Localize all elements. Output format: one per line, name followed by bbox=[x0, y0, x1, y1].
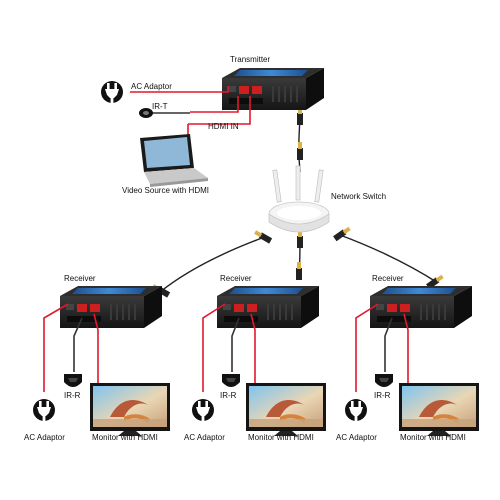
receiver-3-ac-label: AC Adaptor bbox=[336, 433, 377, 442]
source-cables bbox=[130, 86, 251, 136]
ir-receiver-icon-1 bbox=[64, 374, 82, 387]
network-switch-icon bbox=[268, 165, 330, 233]
receiver-unit-1 bbox=[60, 286, 162, 328]
monitor-icon-1 bbox=[90, 383, 170, 436]
receiver-1-ir-label: IR-R bbox=[64, 391, 81, 400]
receiver-1-ac-label: AC Adaptor bbox=[24, 433, 65, 442]
laptop-icon bbox=[140, 134, 208, 187]
receiver-unit-3 bbox=[370, 286, 472, 328]
receiver-unit-2 bbox=[217, 286, 319, 328]
monitor-icon-3 bbox=[399, 383, 479, 436]
hdmi-in-label: HDMI IN bbox=[208, 122, 239, 131]
receiver-cables bbox=[43, 303, 409, 392]
receiver-2-title: Receiver bbox=[220, 274, 252, 283]
receiver-2-ir-label: IR-R bbox=[220, 391, 237, 400]
ir-receiver-icon-2 bbox=[222, 374, 240, 387]
ac-adaptor-icon-2 bbox=[192, 399, 214, 421]
monitor-icon-2 bbox=[246, 383, 326, 436]
receiver-2-ac-label: AC Adaptor bbox=[184, 433, 225, 442]
receiver-1-title: Receiver bbox=[64, 274, 96, 283]
transmitter-title: Transmitter bbox=[230, 55, 271, 64]
receiver-3-monitor-label: Monitor with HDMI bbox=[400, 433, 466, 442]
receiver-3-title: Receiver bbox=[372, 274, 404, 283]
receiver-1-monitor-label: Monitor with HDMI bbox=[92, 433, 158, 442]
ir-receiver-icon-3 bbox=[375, 374, 393, 387]
ir-t-label: IR-T bbox=[152, 102, 168, 111]
source-ac-adaptor-label: AC Adaptor bbox=[131, 82, 172, 91]
receiver-2-monitor-label: Monitor with HDMI bbox=[248, 433, 314, 442]
ac-adaptor-icon-1 bbox=[33, 399, 55, 421]
ir-transmitter-icon bbox=[139, 108, 153, 118]
ac-adaptor-icon-3 bbox=[345, 399, 367, 421]
ac-adaptor-source-icon bbox=[101, 81, 123, 103]
receiver-3-ir-label: IR-R bbox=[374, 391, 391, 400]
video-source-label: Video Source with HDMI bbox=[122, 186, 209, 195]
network-switch-label: Network Switch bbox=[331, 192, 387, 201]
